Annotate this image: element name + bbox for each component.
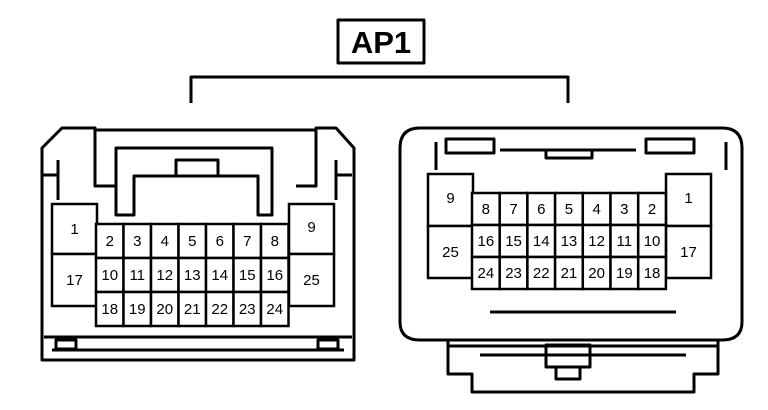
right-connector-pins: 9 25 1 17 8 7 6 5 4 3 2 16 15 14 13 12 11 10 24 23 22 21 20 19 1… bbox=[426, 172, 713, 291]
right-pin-22: 22 bbox=[533, 265, 550, 282]
left-pin-6: 6 bbox=[216, 233, 224, 250]
right-pin-23: 23 bbox=[505, 265, 522, 282]
right-pin-19-cell bbox=[609, 255, 640, 291]
left-pin-19: 19 bbox=[129, 301, 146, 318]
right-pin-11: 11 bbox=[617, 233, 633, 250]
left-pin-20-cell bbox=[149, 290, 180, 328]
right-pin-18-cell bbox=[636, 255, 668, 291]
right-pin-21-cell bbox=[553, 255, 585, 291]
right-pin-7-cell bbox=[498, 191, 529, 227]
right-pin-20-cell bbox=[581, 255, 612, 291]
right-pin-6: 6 bbox=[537, 201, 545, 218]
right-pin-3: 3 bbox=[620, 201, 628, 218]
left-pin-18-cell bbox=[94, 290, 125, 328]
right-pin-7: 7 bbox=[509, 201, 517, 218]
left-pin-13: 13 bbox=[184, 267, 201, 284]
right-pin-25: 25 bbox=[442, 244, 459, 261]
left-pin-20: 20 bbox=[156, 301, 173, 318]
connector-title: AP1 bbox=[351, 25, 411, 60]
left-pin-22: 22 bbox=[211, 301, 228, 318]
right-pin-20: 20 bbox=[588, 265, 605, 282]
right-pin-18: 18 bbox=[644, 265, 661, 282]
left-pin-12: 12 bbox=[156, 267, 173, 284]
connector-bracket bbox=[189, 75, 570, 103]
right-pin-1: 1 bbox=[684, 190, 692, 207]
left-pin-8-cell bbox=[259, 222, 290, 260]
left-pin-2: 2 bbox=[106, 233, 114, 250]
right-pin-21: 21 bbox=[561, 265, 578, 282]
right-pin-10-cell bbox=[636, 223, 668, 259]
right-pin-1-cell bbox=[664, 172, 713, 228]
left-pin-21: 21 bbox=[184, 301, 201, 318]
left-pin-16: 16 bbox=[266, 267, 283, 284]
left-pin-24: 24 bbox=[266, 301, 283, 318]
left-pin-3-cell bbox=[122, 222, 153, 260]
left-pin-23: 23 bbox=[239, 301, 256, 318]
right-pin-16: 16 bbox=[478, 233, 495, 250]
right-pin-2: 2 bbox=[648, 201, 656, 218]
left-pin-25: 25 bbox=[303, 272, 320, 289]
right-pin-5: 5 bbox=[565, 201, 573, 218]
left-pin-17: 17 bbox=[66, 272, 83, 289]
right-pin-12: 12 bbox=[588, 233, 605, 250]
left-pin-9-cell bbox=[287, 202, 336, 256]
left-pin-9: 9 bbox=[307, 219, 315, 236]
left-pin-25-cell bbox=[287, 252, 336, 308]
left-pin-23-cell bbox=[232, 290, 263, 328]
left-pin-2-cell bbox=[94, 222, 125, 260]
right-pin-24: 24 bbox=[478, 265, 495, 282]
right-pin-17: 17 bbox=[680, 244, 697, 261]
right-pin-9: 9 bbox=[446, 190, 454, 207]
left-pin-22-cell bbox=[204, 290, 235, 328]
right-pin-19: 19 bbox=[616, 265, 633, 282]
right-pin-4: 4 bbox=[592, 201, 600, 218]
left-pin-24-cell bbox=[259, 290, 290, 328]
left-pin-16-cell bbox=[259, 256, 290, 294]
left-pin-14: 14 bbox=[211, 267, 228, 284]
right-connector-housing bbox=[398, 126, 744, 394]
left-pin-5: 5 bbox=[188, 233, 196, 250]
right-pin-23-cell bbox=[498, 255, 529, 291]
left-pin-21-cell bbox=[177, 290, 208, 328]
right-pin-15: 15 bbox=[505, 233, 522, 250]
left-connector-housing bbox=[40, 126, 356, 362]
left-pin-10: 10 bbox=[101, 267, 118, 284]
left-pin-1: 1 bbox=[70, 221, 78, 238]
left-pin-3: 3 bbox=[133, 233, 141, 250]
left-pin-11: 11 bbox=[129, 267, 145, 284]
left-pin-7: 7 bbox=[243, 233, 251, 250]
right-pin-15-cell bbox=[498, 223, 529, 259]
right-pin-8: 8 bbox=[482, 201, 490, 218]
title-box bbox=[336, 18, 426, 65]
left-pin-11-cell bbox=[122, 256, 153, 294]
left-pin-18: 18 bbox=[101, 301, 118, 318]
right-pin-13: 13 bbox=[561, 233, 578, 250]
right-pin-3-cell bbox=[609, 191, 640, 227]
right-pin-10: 10 bbox=[644, 233, 661, 250]
right-pin-14: 14 bbox=[533, 233, 550, 250]
left-pin-4: 4 bbox=[161, 233, 169, 250]
left-pin-15: 15 bbox=[239, 267, 256, 284]
left-pin-8: 8 bbox=[271, 233, 279, 250]
